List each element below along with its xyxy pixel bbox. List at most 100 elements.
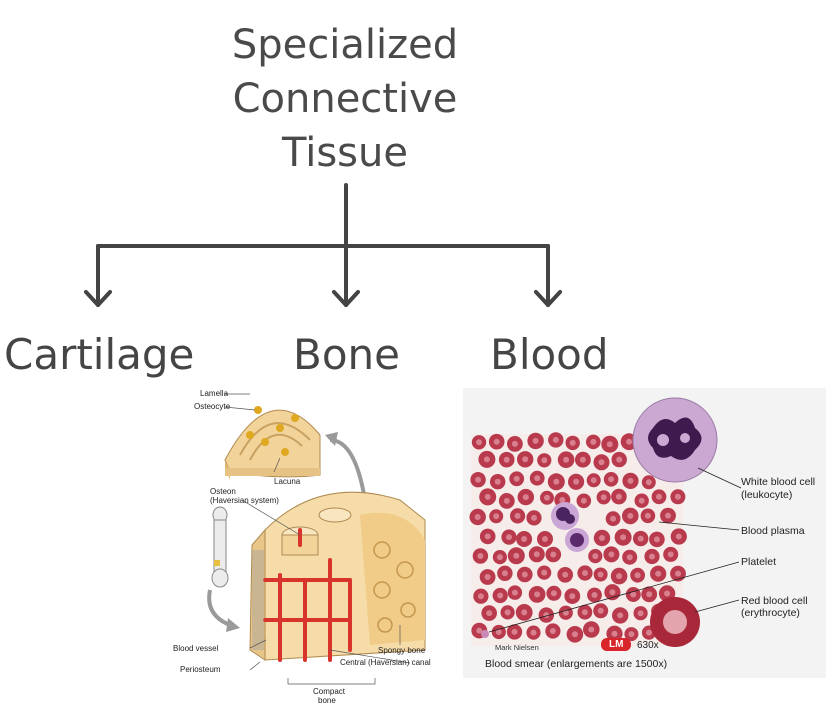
- rbc-center: [646, 629, 652, 636]
- rbc-center: [611, 630, 618, 637]
- arrowhead-right: [534, 290, 562, 307]
- rbc-center: [573, 478, 580, 485]
- rbc-center: [476, 627, 483, 634]
- label-compact: Compact: [313, 687, 346, 696]
- rbc-center: [674, 493, 681, 500]
- label-wbc: White blood cell: [741, 476, 816, 488]
- rbc-center: [504, 609, 511, 616]
- rbc-center: [630, 591, 637, 598]
- rbc-center: [533, 551, 540, 558]
- rbc-center: [541, 569, 548, 576]
- rbc-center: [645, 479, 652, 486]
- category-bone: Bone: [293, 330, 400, 379]
- bone-illustration: Lamella Osteocyte Lacuna Osteon (Haversi…: [170, 380, 455, 705]
- rbc-center: [534, 475, 541, 482]
- rbc-center: [592, 553, 599, 560]
- rbc-center: [675, 533, 682, 540]
- platelet-dot: [481, 630, 489, 638]
- rbc-center: [637, 610, 644, 617]
- rbc-center: [484, 533, 491, 540]
- rbc-center: [521, 609, 528, 616]
- rbc-center: [580, 497, 587, 504]
- category-cartilage: Cartilage: [4, 330, 195, 379]
- rbc-center: [597, 607, 604, 614]
- rbc-center: [493, 513, 500, 520]
- rbc-center: [475, 476, 482, 483]
- rbc-center: [522, 494, 529, 501]
- label-periosteum: Periosteum: [180, 665, 221, 674]
- rbc-center: [597, 571, 604, 578]
- rbc-center: [579, 456, 586, 463]
- rbc-center: [532, 437, 539, 444]
- rbc-center: [569, 439, 576, 446]
- rbc-center: [542, 536, 548, 542]
- rbc-center: [494, 478, 501, 485]
- caption: Blood smear (enlargements are 1500x): [485, 658, 668, 670]
- rbc-center: [656, 493, 662, 500]
- rbc-center: [608, 476, 615, 483]
- rbc-center: [550, 590, 557, 597]
- rbc-center: [634, 572, 641, 579]
- rbc-center: [562, 571, 569, 578]
- rbc-center: [476, 439, 482, 446]
- title-line-3: Tissue: [282, 130, 408, 176]
- label-compact-sub: bone: [318, 696, 336, 705]
- rbc-center: [617, 612, 624, 619]
- rbc-center: [569, 593, 576, 600]
- label-plasma: Blood plasma: [741, 525, 805, 537]
- rbc-center: [553, 478, 560, 485]
- label-osteon: Osteon: [210, 487, 236, 496]
- rbc-center: [675, 570, 681, 577]
- rbc-center: [627, 512, 634, 519]
- rbc-center: [531, 514, 537, 521]
- rbc-center: [541, 457, 548, 464]
- rbc-center: [513, 552, 520, 559]
- rbc-center: [559, 497, 566, 503]
- rbc-center: [626, 438, 633, 445]
- rbc-center: [615, 493, 622, 500]
- rbc-center: [628, 631, 635, 638]
- label-spongy-bone: Spongy bone: [378, 646, 426, 655]
- rbc-center: [653, 536, 660, 543]
- rbc-center: [521, 571, 528, 578]
- rbc-center: [616, 456, 623, 463]
- rbc-center: [511, 628, 518, 635]
- rbc-center: [582, 570, 588, 576]
- rbc-center: [503, 456, 510, 463]
- rbc-center: [495, 629, 502, 635]
- rbc-center: [626, 554, 633, 561]
- bone-block: [249, 491, 426, 662]
- rbc-center: [638, 497, 645, 504]
- rbc-center: [534, 591, 541, 598]
- label-blood-vessel: Blood vessel: [173, 644, 219, 653]
- rbc-center: [588, 626, 595, 633]
- rbc-center: [637, 535, 644, 542]
- rbc-center: [627, 477, 634, 484]
- diagram-title: Specialized Connective Tissue: [170, 18, 520, 180]
- rbc-center: [483, 456, 490, 463]
- magnification: 630x: [637, 640, 659, 651]
- label-central-canal: Central (Haversian) canal: [340, 658, 431, 667]
- rbc-center: [563, 456, 570, 463]
- title-line-2: Connective: [232, 76, 458, 122]
- rbc-center: [571, 631, 578, 638]
- rbc-center: [620, 534, 627, 541]
- rbc-center: [591, 592, 598, 598]
- rbc-center: [550, 551, 557, 558]
- rbc-center: [581, 609, 588, 616]
- label-lamella: Lamella: [200, 389, 229, 398]
- rbc-center: [521, 536, 528, 542]
- rbc-center: [484, 493, 491, 500]
- rbc-center: [477, 593, 484, 600]
- photo-credit: Mark Nielsen: [495, 643, 539, 652]
- rbc-center: [511, 589, 518, 596]
- rbc-center: [486, 610, 493, 617]
- rbc-center: [549, 628, 556, 634]
- title-line-1: Specialized: [231, 22, 459, 68]
- rbc-center: [544, 494, 550, 501]
- tree-connectors: [84, 183, 562, 307]
- rbc-center: [477, 553, 484, 559]
- wbc-enlargement: [632, 397, 718, 483]
- rbc-center: [606, 441, 613, 448]
- wbc-field-small: [551, 502, 589, 552]
